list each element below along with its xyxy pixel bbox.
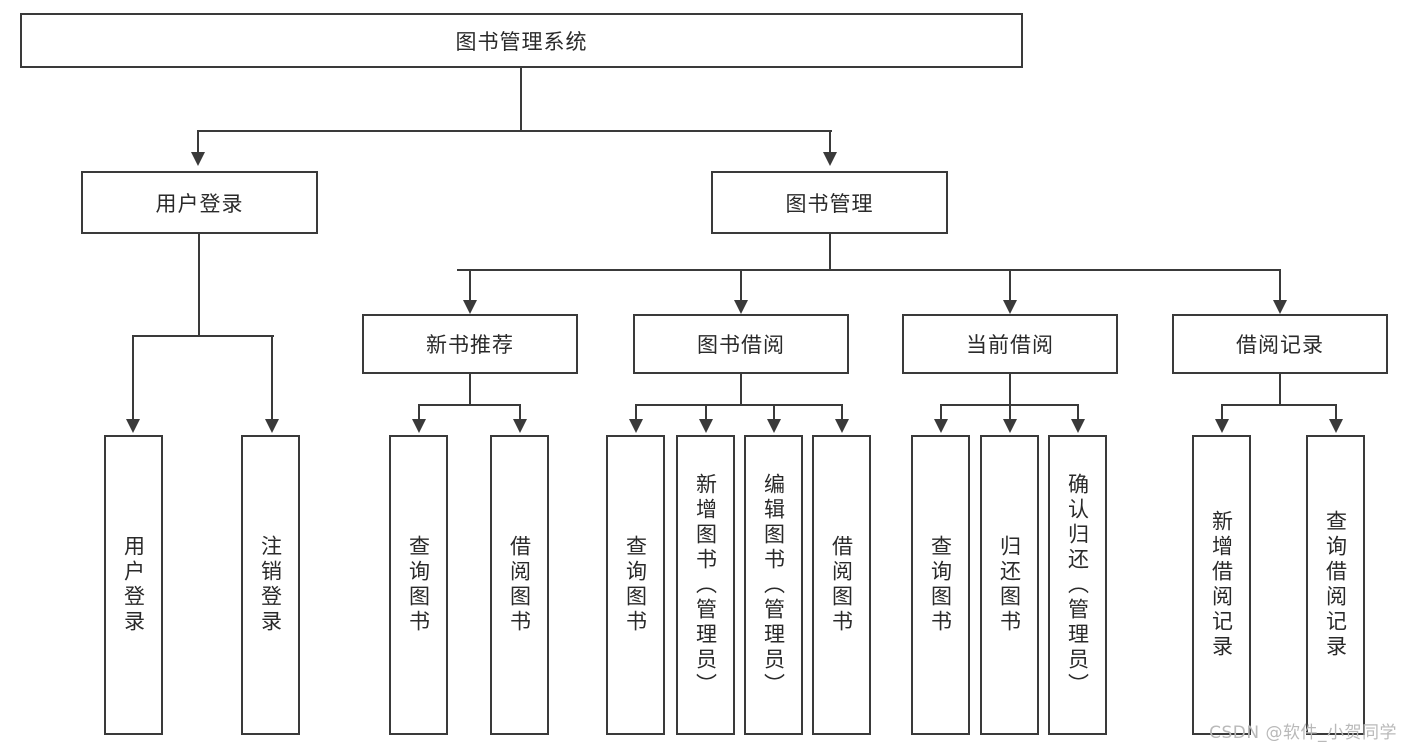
leaf-bb-query-book[interactable]: 查询图书: [606, 435, 665, 735]
node-label: 借阅图书: [829, 535, 854, 635]
leaf-bb-borrow-book[interactable]: 借阅图书: [812, 435, 871, 735]
connector-book-borrow-stem: [740, 374, 742, 405]
arrow-to-current-borrow: [1003, 300, 1017, 314]
arrow-to-logout-leaf: [265, 419, 279, 433]
leaf-nbr-borrow-book[interactable]: 借阅图书: [490, 435, 549, 735]
arrow-cb-leaf-3: [1071, 419, 1085, 433]
connector-level3-bar: [457, 269, 1281, 271]
node-label: 借阅图书: [507, 535, 532, 635]
node-label: 编辑图书（管理员）: [761, 472, 786, 698]
node-label: 查询图书: [623, 535, 648, 635]
node-label: 用户登录: [155, 191, 244, 216]
leaf-bb-add-book-admin[interactable]: 新增图书（管理员）: [676, 435, 735, 735]
connector-to-book-borrow: [740, 269, 742, 300]
connector-to-new-book-recommend: [469, 269, 471, 300]
node-label: 注销登录: [258, 535, 283, 635]
connector-user-login-leaf-2: [271, 335, 273, 419]
arrow-bb-leaf-4: [835, 419, 849, 433]
connector-to-borrow-record: [1279, 269, 1281, 300]
connector-book-borrow-bar: [636, 404, 843, 406]
connector-nbr-leaf-2: [519, 404, 521, 419]
leaf-bb-edit-book-admin[interactable]: 编辑图书（管理员）: [744, 435, 803, 735]
node-label: 图书管理系统: [455, 29, 588, 54]
arrow-bb-leaf-1: [629, 419, 643, 433]
connector-user-login-stem: [198, 234, 200, 335]
connector-current-borrow-stem: [1009, 374, 1011, 405]
connector-root-stem: [520, 67, 522, 131]
node-label: 新增借阅记录: [1209, 510, 1234, 660]
node-book-borrow[interactable]: 图书借阅: [633, 314, 849, 374]
arrow-cb-leaf-2: [1003, 419, 1017, 433]
connector-cb-leaf-3: [1077, 404, 1079, 419]
connector-cb-leaf-1: [940, 404, 942, 419]
node-label: 图书借阅: [697, 333, 785, 357]
node-current-borrow[interactable]: 当前借阅: [902, 314, 1118, 374]
node-label: 当前借阅: [966, 333, 1054, 357]
arrow-cb-leaf-1: [934, 419, 948, 433]
arrow-to-book-borrow: [734, 300, 748, 314]
node-label: 查询借阅记录: [1323, 510, 1348, 660]
node-label: 确认归还（管理员）: [1065, 472, 1090, 698]
leaf-cb-confirm-return-admin[interactable]: 确认归还（管理员）: [1048, 435, 1107, 735]
connector-nbr-leaf-1: [418, 404, 420, 419]
connector-br-leaf-1: [1221, 404, 1223, 419]
arrow-to-new-book-recommend: [463, 300, 477, 314]
arrow-br-leaf-1: [1215, 419, 1229, 433]
node-user-login[interactable]: 用户登录: [81, 171, 318, 234]
connector-root-bar: [198, 130, 832, 132]
connector-new-book-recommend-stem: [469, 374, 471, 405]
leaf-cb-return-book[interactable]: 归还图书: [980, 435, 1039, 735]
arrow-to-user-login-leaf: [126, 419, 140, 433]
node-label: 用户登录: [121, 535, 146, 635]
node-label: 借阅记录: [1236, 333, 1324, 357]
connector-user-login-leaf-1: [132, 335, 134, 419]
leaf-nbr-query-book[interactable]: 查询图书: [389, 435, 448, 735]
connector-to-current-borrow: [1009, 269, 1011, 300]
connector-borrow-record-stem: [1279, 374, 1281, 405]
connector-root-to-book-management: [829, 130, 831, 152]
leaf-br-add-record[interactable]: 新增借阅记录: [1192, 435, 1251, 735]
leaf-logout[interactable]: 注销登录: [241, 435, 300, 735]
connector-cb-leaf-2: [1009, 404, 1011, 419]
connector-bb-leaf-2: [705, 404, 707, 419]
connector-br-leaf-2: [1335, 404, 1337, 419]
connector-bb-leaf-1: [635, 404, 637, 419]
arrow-to-borrow-record: [1273, 300, 1287, 314]
connector-book-management-stem: [829, 233, 831, 270]
arrow-br-leaf-2: [1329, 419, 1343, 433]
connector-user-login-bar: [133, 335, 274, 337]
arrow-bb-leaf-2: [699, 419, 713, 433]
leaf-cb-query-book[interactable]: 查询图书: [911, 435, 970, 735]
arrow-nbr-leaf-2: [513, 419, 527, 433]
node-label: 查询图书: [928, 535, 953, 635]
node-new-book-recommend[interactable]: 新书推荐: [362, 314, 578, 374]
arrow-bb-leaf-3: [767, 419, 781, 433]
node-label: 新增图书（管理员）: [693, 472, 718, 698]
node-borrow-record[interactable]: 借阅记录: [1172, 314, 1388, 374]
arrow-to-user-login: [191, 152, 205, 166]
leaf-br-query-record[interactable]: 查询借阅记录: [1306, 435, 1365, 735]
leaf-user-login[interactable]: 用户登录: [104, 435, 163, 735]
connector-borrow-record-bar: [1222, 404, 1337, 406]
node-label: 新书推荐: [426, 333, 514, 357]
connector-root-to-user-login: [197, 130, 199, 152]
connector-new-book-recommend-bar: [419, 404, 521, 406]
node-root-book-management-system[interactable]: 图书管理系统: [20, 13, 1023, 68]
arrow-nbr-leaf-1: [412, 419, 426, 433]
connector-bb-leaf-3: [773, 404, 775, 419]
node-book-management[interactable]: 图书管理: [711, 171, 948, 234]
node-label: 图书管理: [785, 191, 874, 216]
arrow-to-book-management: [823, 152, 837, 166]
node-label: 查询图书: [406, 535, 431, 635]
connector-bb-leaf-4: [841, 404, 843, 419]
node-label: 归还图书: [997, 535, 1022, 635]
